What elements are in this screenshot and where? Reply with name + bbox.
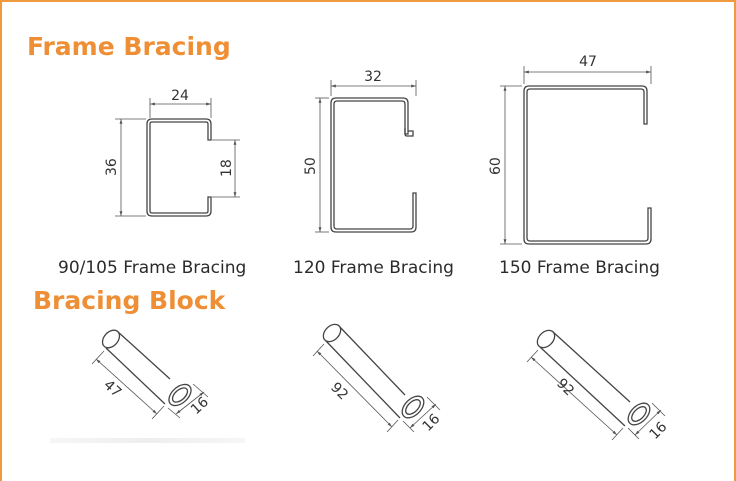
block-47-diam-ext-b — [192, 383, 209, 398]
block-47-diam-dim — [175, 391, 205, 415]
block-47-length-label: 47 — [100, 377, 124, 401]
block-92a-ext-a — [312, 343, 325, 357]
shadow-strip — [50, 438, 245, 443]
profile-120-outline — [330, 97, 417, 233]
block-92b-end-outer — [627, 402, 651, 426]
block-92a-diam-label: 16 — [420, 411, 444, 435]
bracing-block-92b-drawing: 92 16 — [526, 329, 671, 443]
block-92b-diam-ext-b — [651, 402, 666, 417]
block-92b-diam-label: 16 — [647, 419, 671, 443]
profile-caption-90-105: 90/105 Frame Bracing — [58, 258, 247, 278]
block-47-ext-a — [91, 350, 105, 365]
profile-caption-120: 120 Frame Bracing — [293, 258, 454, 278]
block-92a-diam-dim — [409, 403, 437, 429]
block-92b-diam-ext-a — [627, 427, 640, 440]
block-92b-ext-a — [526, 349, 539, 363]
profile-150-height-label: 60 — [488, 157, 504, 175]
block-92a-length-dim — [316, 350, 393, 428]
profile-90-105-outline — [146, 118, 212, 217]
bracing-block-title: Bracing Block — [33, 286, 226, 315]
profile-120-drawing: 32 50 — [303, 69, 417, 233]
block-92a-end-back — [322, 323, 342, 343]
profile-90-105-width-label: 24 — [171, 88, 189, 104]
profile-120-height-label: 50 — [303, 157, 319, 175]
profile-90-105-height-label: 36 — [104, 158, 120, 176]
frame-bracing-title: Frame Bracing — [27, 32, 231, 61]
block-92b-end-back — [536, 329, 556, 349]
profile-150-outline — [523, 85, 652, 245]
block-92a-tube-top — [337, 324, 406, 396]
block-47-ext-b — [151, 405, 165, 420]
block-92b-ext-b — [611, 427, 624, 441]
block-92b-diam-dim — [634, 409, 662, 436]
block-47-diam-ext-a — [167, 407, 181, 419]
profile-150-drawing: 47 60 — [488, 54, 652, 245]
block-92a-diam-ext-a — [402, 420, 415, 433]
block-47-length-dim — [95, 358, 158, 415]
profile-caption-150: 150 Frame Bracing — [499, 258, 660, 278]
profile-90-105-drawing: 24 36 18 — [104, 88, 240, 217]
block-92a-ext-b — [386, 419, 399, 433]
block-47-end-back — [101, 329, 121, 349]
block-47-tube-top — [116, 330, 171, 380]
bracing-block-92a-drawing: 92 16 — [312, 323, 444, 435]
block-92a-diam-ext-b — [426, 396, 441, 411]
block-92a-end-outer — [401, 395, 425, 419]
block-92a-length-label: 92 — [327, 380, 351, 404]
profile-150-width-label: 47 — [579, 54, 597, 70]
profile-90-105-opening-label: 18 — [219, 159, 235, 177]
profile-120-width-label: 32 — [364, 69, 382, 85]
bracing-block-47-drawing: 47 16 — [91, 329, 212, 420]
block-92b-length-dim — [530, 356, 618, 436]
block-92a-tube-bottom — [325, 340, 401, 419]
profile-120-lip-top — [404, 128, 414, 137]
block-47-diam-label: 16 — [188, 394, 212, 418]
